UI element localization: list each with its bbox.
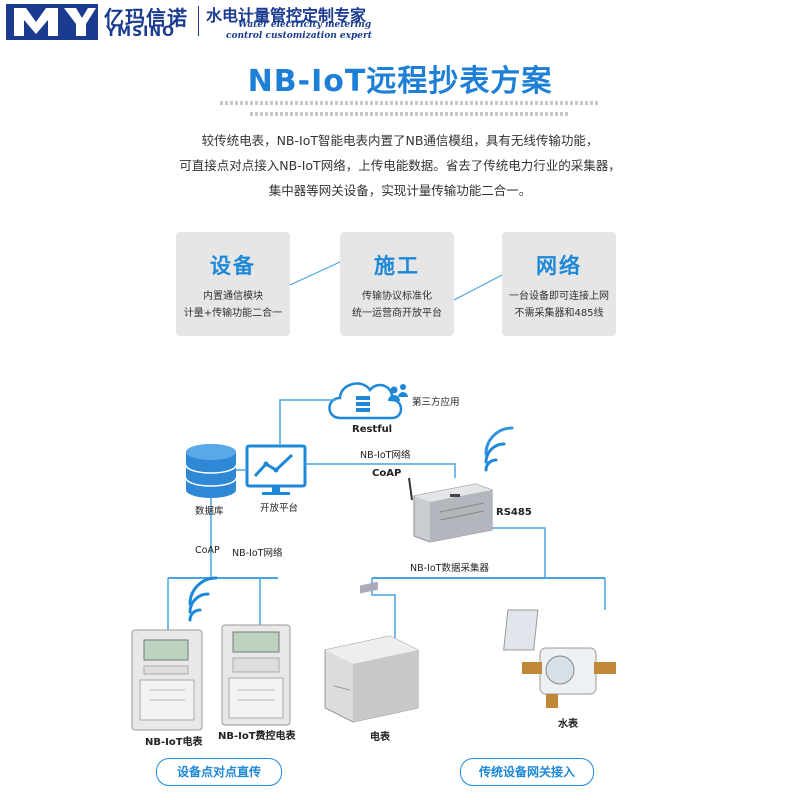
card-desc-line: 传输协议标准化 [362,291,432,302]
card-desc-line: 一台设备即可连接上网 [509,291,609,302]
slogan-en-line1: Water electricity metering [238,20,372,30]
database-label: 数据库 [195,506,224,517]
card-desc: 内置通信模块 计量+传输功能二合一 [176,288,290,322]
intro-paragraph: 较传统电表，NB-IoT智能电表内置了NB通信模组，具有无线传输功能， 可直接点… [100,128,700,203]
feature-card-network: 网络 一台设备即可连接上网 不需采集器和485线 [502,232,616,336]
meter1-label: NB-IoT电表 [145,737,203,748]
brand-name-cn: 亿玛信诺 [104,6,188,30]
monitor-icon [245,444,307,495]
collector-label: NB-IoT数据采集器 [410,563,489,574]
collector-device-icon [408,477,493,543]
coap-label: CoAP [372,468,402,479]
card-desc-line: 不需采集器和485线 [514,308,604,319]
rs485-label: RS485 [496,507,532,518]
ymsino-logo [6,4,98,40]
water-meter-label: 水表 [558,719,578,730]
din-rail-meter-icon [324,581,419,723]
cloud-icon [328,382,403,420]
card-desc: 传输协议标准化 统一运营商开放平台 [340,288,454,322]
slogan-cn: 水电计量管控定制专家 [206,6,367,25]
prepaid-meter-icon [221,624,291,726]
card-title: 设备 [210,254,256,278]
wifi-icon [188,576,218,622]
meter2-label: NB-IoT费控电表 [218,731,296,742]
fine-print-line [220,101,600,105]
restful-label: Restful [352,424,393,435]
electric-meter-label: 电表 [370,732,390,743]
header-divider [198,6,199,36]
card-desc-line: 计量+传输功能二合一 [183,308,283,319]
smart-meter-icon [131,629,203,731]
nbiot-network-label: NB-IoT网络 [360,450,411,461]
feature-card-device: 设备 内置通信模块 计量+传输功能二合一 [176,232,290,336]
slogan-en-line2: control customization expert [226,31,372,41]
water-meter-icon [503,609,616,708]
card-desc-line: 内置通信模块 [203,291,263,302]
intro-line: 较传统电表，NB-IoT智能电表内置了NB通信模组，具有无线传输功能， [201,133,599,148]
connector-line [279,399,336,446]
fine-print-line [250,112,570,116]
card-desc-line: 统一运营商开放平台 [352,308,442,319]
connector-line [305,463,456,478]
card-title: 施工 [374,254,420,278]
coap-label: CoAP [195,545,220,556]
connector-line [490,527,546,578]
open-platform-label: 开放平台 [260,503,299,514]
card-connector [289,261,341,286]
people-icon [388,384,408,401]
card-desc: 一台设备即可连接上网 不需采集器和485线 [502,288,616,322]
gateway-access-button[interactable]: 传统设备网关接入 [460,758,594,786]
brand-name-en: YMSINO [106,24,175,40]
intro-line: 集中器等网关设备，实现计量传输功能二合一。 [268,183,532,198]
feature-card-construction: 施工 传输协议标准化 统一运营商开放平台 [340,232,454,336]
nbiot-network-label: NB-IoT网络 [232,548,283,559]
card-title: 网络 [536,254,582,278]
p2p-direct-button[interactable]: 设备点对点直传 [156,758,282,786]
page-title: NB-IoT远程抄表方案 [247,64,553,99]
intro-line: 可直接点对点接入NB-IoT网络，上传电能数据。省去了传统电力行业的采集器， [179,158,621,173]
database-icon [185,444,237,498]
wifi-icon [484,426,514,472]
card-connector [453,274,503,301]
third-party-label: 第三方应用 [412,397,460,408]
